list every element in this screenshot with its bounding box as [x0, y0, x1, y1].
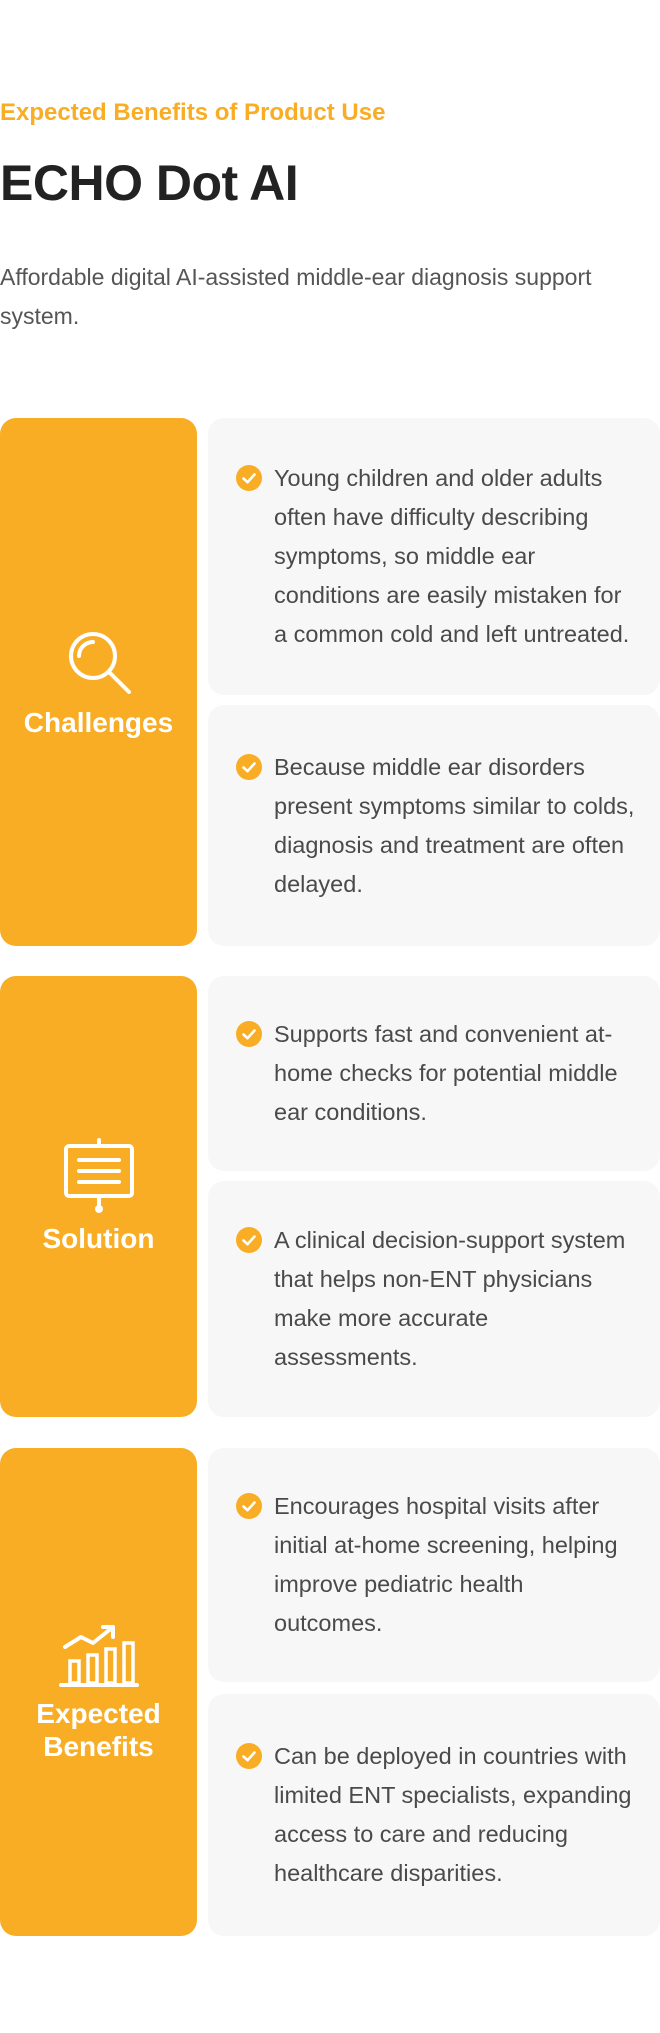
challenges-item-1-text: Young children and older adults often ha… [274, 465, 630, 647]
challenges-label: Challenges [23, 706, 174, 738]
expected-benefits-item-2: Can be deployed in countries with limite… [208, 1694, 660, 1936]
page-subtitle: Affordable digital AI-assisted middle-ea… [0, 264, 592, 329]
section-solution: Solution Supports fast and convenient at… [0, 976, 660, 1417]
challenges-item-1: Young children and older adults often ha… [208, 418, 660, 695]
expected-benefits-item-2-text: Can be deployed in countries with limite… [274, 1743, 632, 1886]
presentation-board-icon [63, 1138, 134, 1213]
growth-chart-icon [58, 1625, 139, 1687]
solution-item-1: Supports fast and convenient at-home che… [208, 976, 660, 1171]
eyebrow-heading: Expected Benefits of Product Use [0, 99, 386, 126]
solution-item-2-text: A clinical decision-support system that … [274, 1227, 626, 1370]
solution-item-1-text: Supports fast and convenient at-home che… [274, 1021, 618, 1125]
challenges-item-2: Because middle ear disorders present sym… [208, 705, 660, 946]
solution-label-card: Solution [0, 976, 197, 1417]
solution-item-2: A clinical decision-support system that … [208, 1181, 660, 1417]
solution-label: Solution [42, 1223, 155, 1254]
check-circle-icon [236, 1743, 262, 1769]
expected-benefits-label-card: Expected Benefits [0, 1448, 197, 1936]
check-circle-icon [236, 1227, 262, 1253]
check-circle-icon [236, 1021, 262, 1047]
challenges-item-2-text: Because middle ear disorders present sym… [274, 753, 635, 897]
check-circle-icon [236, 465, 262, 491]
expected-benefits-label: Expected Benefits [36, 1698, 161, 1762]
expected-benefits-item-1: Encourages hospital visits after initial… [208, 1448, 660, 1682]
check-circle-icon [236, 1493, 262, 1519]
magnifier-icon [68, 631, 131, 694]
section-challenges: Challenges Young children and older adul… [0, 418, 660, 946]
expected-benefits-item-1-text: Encourages hospital visits after initial… [274, 1493, 618, 1636]
check-circle-icon [236, 753, 262, 780]
challenges-label-card: Challenges [0, 418, 197, 946]
page-title: ECHO Dot AI [0, 155, 299, 211]
section-expected-benefits: Expected Benefits Encourages hospital vi… [0, 1448, 660, 1936]
